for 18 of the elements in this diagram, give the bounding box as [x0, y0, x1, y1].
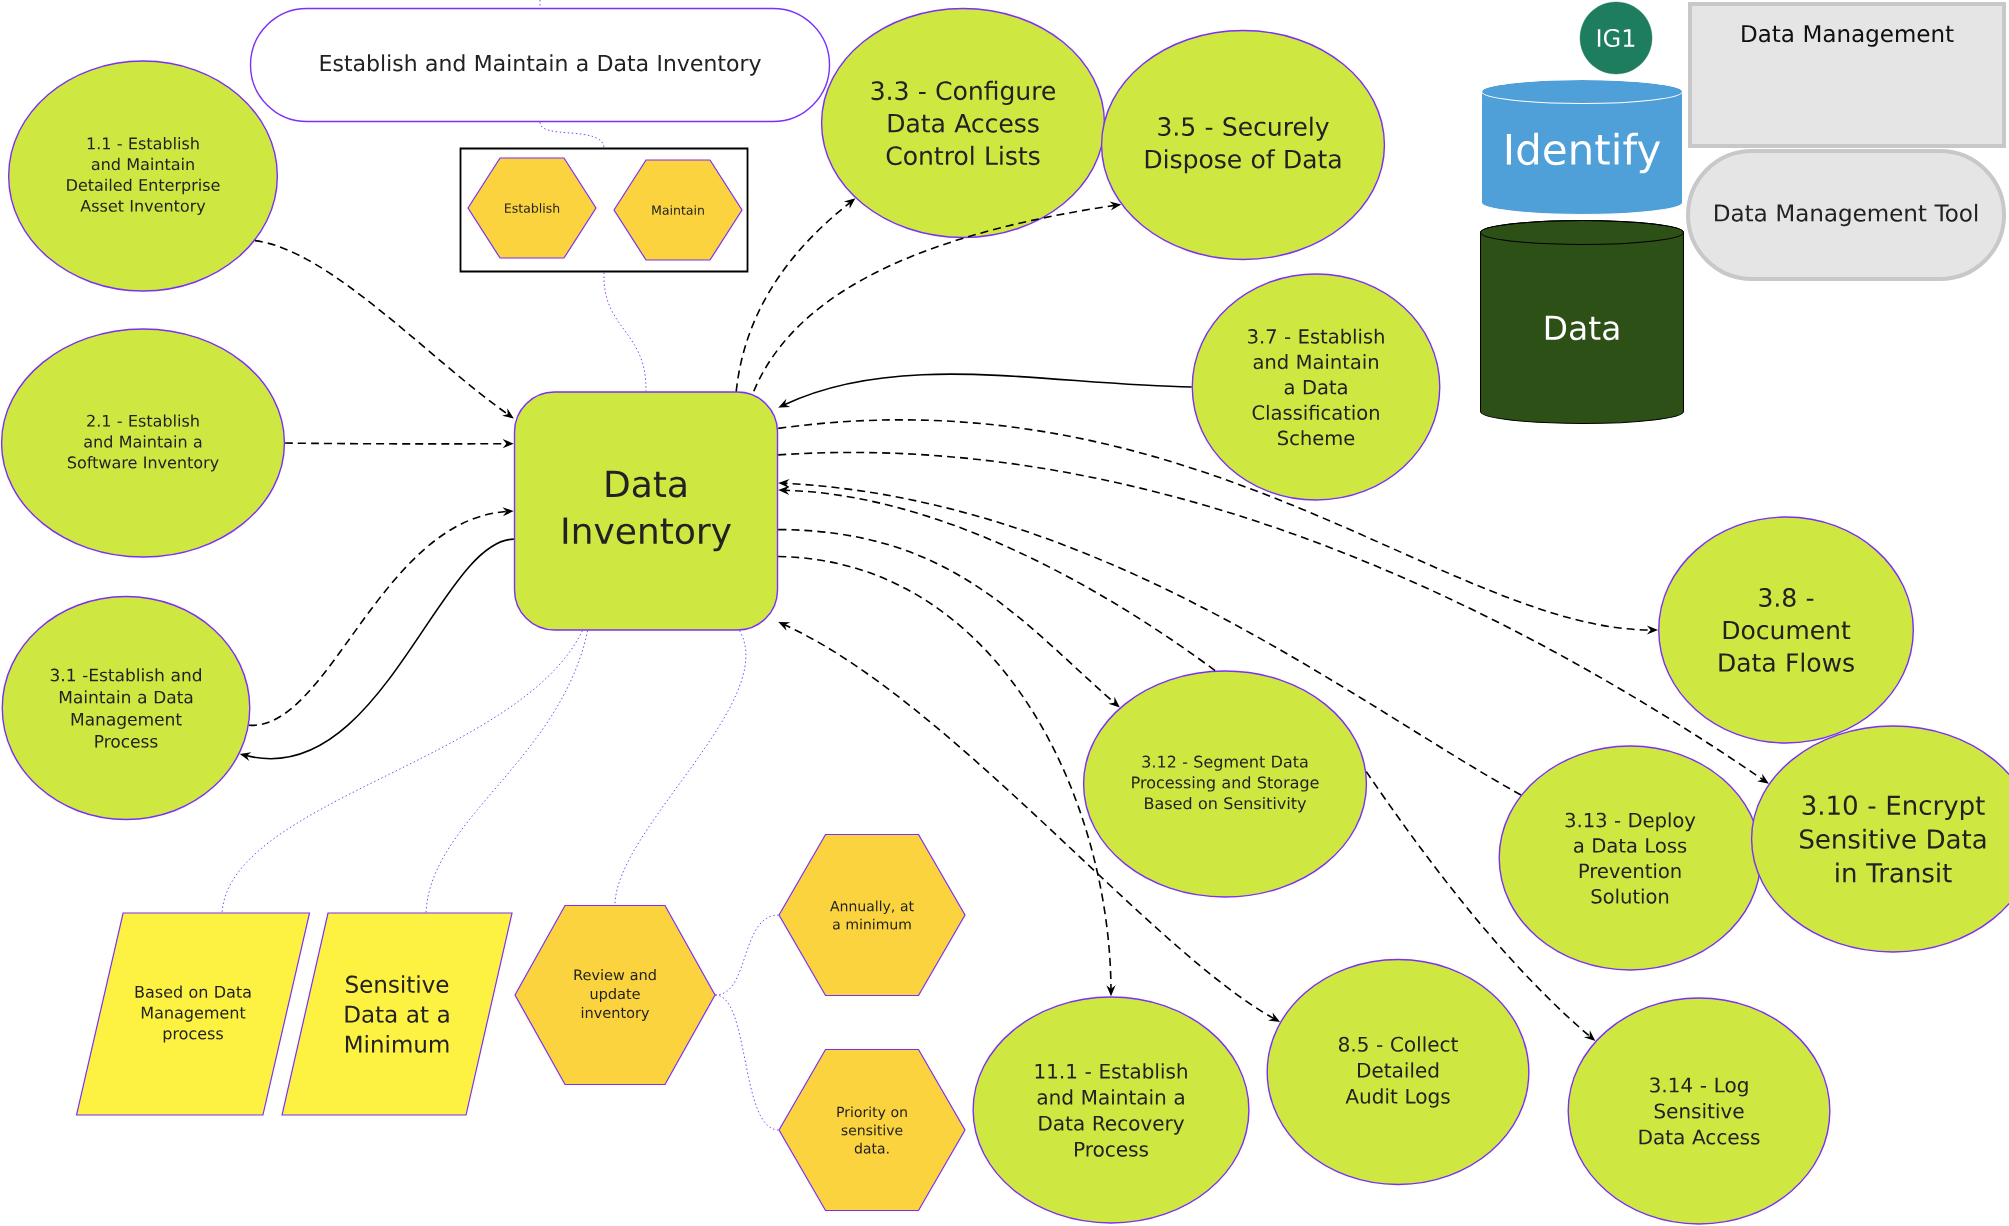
cylinder: Data	[1480, 220, 1684, 424]
rounded-label: Data Management Tool	[1686, 149, 2007, 281]
hexagon: Priority on sensitive data.	[778, 1048, 966, 1212]
connector-line	[425, 630, 589, 914]
connector-line	[539, 121, 605, 149]
cylinder: Identify	[1481, 79, 1683, 215]
connector-line	[614, 630, 747, 906]
parallelogram: Sensitive Data at a Minimum	[281, 912, 513, 1116]
connector-line	[714, 994, 780, 1131]
parallelogram: Based on Data Management process	[75, 912, 311, 1116]
hexagon: Review and update inventory	[514, 904, 716, 1086]
hexagon: Maintain	[613, 159, 743, 261]
hexagon: Annually, at a minimum	[778, 833, 966, 997]
hexagon: Establish	[467, 157, 597, 259]
category-box: Data Management	[1688, 2, 2007, 148]
connector-line	[603, 271, 647, 392]
rounded-label: Establish and Maintain a Data Inventory	[249, 7, 831, 123]
process-box: Data Inventory	[513, 391, 779, 631]
